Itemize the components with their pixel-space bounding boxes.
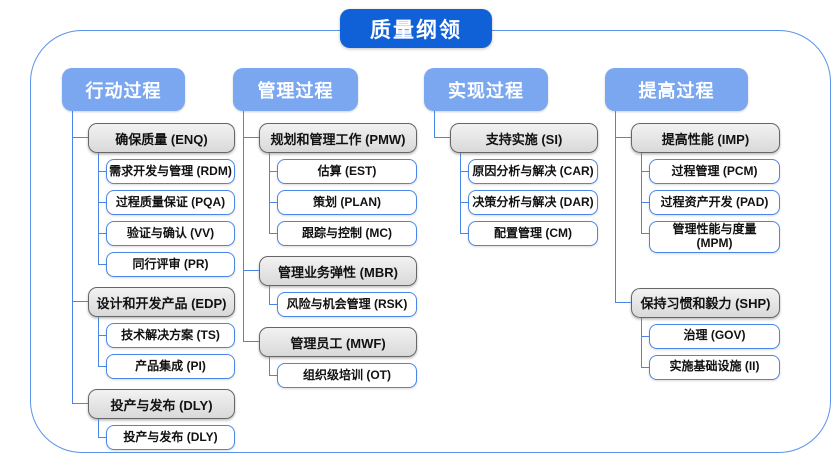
leaf-node-pqa: 过程质量保证 (PQA): [98, 184, 235, 215]
leaf-node-pr: 同行评审 (PR): [98, 246, 235, 277]
node-edp: 设计和开发产品 (EDP): [88, 287, 235, 317]
column-management-groups: 规划和管理工作 (PMW) 估算 (EST) 策划 (PLAN) 跟踪与控制 (…: [233, 111, 417, 388]
children-of-imp: 过程管理 (PCM) 过程资产开发 (PAD) 管理性能与度量 (MPM): [631, 153, 780, 253]
leaf-label-rsk: 风险与机会管理 (RSK): [277, 292, 417, 317]
group-node-mwf: 管理员工 (MWF) 组织级培训 (OT): [243, 317, 417, 388]
leaf-label-dar: 决策分析与解决 (DAR): [468, 190, 598, 215]
leaf-label-rdm: 需求开发与管理 (RDM): [106, 159, 235, 184]
children-of-mwf: 组织级培训 (OT): [259, 357, 417, 388]
group-node-shp: 保持习惯和毅力 (SHP) 治理 (GOV) 实施基础设施 (II): [615, 252, 780, 380]
header-improvement-process: 提高过程: [605, 68, 748, 111]
column-improvement-process: 提高过程 提高性能 (IMP) 过程管理 (PCM) 过程资产开发 (PAD) …: [605, 68, 780, 380]
leaf-node-pad: 过程资产开发 (PAD): [641, 184, 780, 215]
children-of-si: 原因分析与解决 (CAR) 决策分析与解决 (DAR) 配置管理 (CM): [450, 153, 598, 246]
leaf-label-mpm: 管理性能与度量 (MPM): [649, 221, 780, 253]
column-management-process: 管理过程 规划和管理工作 (PMW) 估算 (EST) 策划 (PLAN) 跟踪…: [233, 68, 417, 388]
header-action-process: 行动过程: [62, 68, 185, 111]
node-mbr: 管理业务弹性 (MBR): [259, 256, 417, 286]
leaf-label-vv: 验证与确认 (VV): [106, 221, 235, 246]
node-enq: 确保质量 (ENQ): [88, 123, 235, 153]
group-node-dly: 投产与发布 (DLY) 投产与发布 (DLY): [72, 379, 235, 450]
column-improvement-groups: 提高性能 (IMP) 过程管理 (PCM) 过程资产开发 (PAD) 管理性能与…: [605, 111, 780, 380]
node-pmw: 规划和管理工作 (PMW): [259, 123, 417, 153]
leaf-label-ts: 技术解决方案 (TS): [106, 323, 235, 348]
leaf-label-pcm: 过程管理 (PCM): [649, 159, 780, 184]
diagram-title: 质量纲领: [340, 9, 492, 48]
leaf-label-pr: 同行评审 (PR): [106, 252, 235, 277]
group-node-edp: 设计和开发产品 (EDP) 技术解决方案 (TS) 产品集成 (PI): [72, 277, 235, 379]
header-management-process: 管理过程: [233, 68, 358, 111]
leaf-label-car: 原因分析与解决 (CAR): [468, 159, 598, 184]
leaf-label-est: 估算 (EST): [277, 159, 417, 184]
leaf-node-car: 原因分析与解决 (CAR): [460, 153, 598, 184]
children-of-dly: 投产与发布 (DLY): [88, 419, 235, 450]
node-shp: 保持习惯和毅力 (SHP): [631, 287, 780, 318]
leaf-node-ii: 实施基础设施 (II): [641, 348, 780, 380]
leaf-node-pi: 产品集成 (PI): [98, 348, 235, 379]
node-dly: 投产与发布 (DLY): [88, 389, 235, 419]
leaf-node-rsk: 风险与机会管理 (RSK): [269, 286, 417, 317]
leaf-node-dar: 决策分析与解决 (DAR): [460, 184, 598, 215]
children-of-mbr: 风险与机会管理 (RSK): [259, 286, 417, 317]
column-action-groups: 确保质量 (ENQ) 需求开发与管理 (RDM) 过程质量保证 (PQA) 验证…: [62, 111, 235, 450]
leaf-label-pqa: 过程质量保证 (PQA): [106, 190, 235, 215]
leaf-label-ii: 实施基础设施 (II): [649, 354, 780, 380]
header-realization-process: 实现过程: [424, 68, 548, 111]
group-node-si: 支持实施 (SI) 原因分析与解决 (CAR) 决策分析与解决 (DAR) 配置…: [434, 111, 598, 246]
leaf-node-est: 估算 (EST): [269, 153, 417, 184]
node-si: 支持实施 (SI): [450, 123, 598, 153]
leaf-node-ot: 组织级培训 (OT): [269, 357, 417, 388]
leaf-label-cm: 配置管理 (CM): [468, 221, 598, 246]
leaf-node-mpm: 管理性能与度量 (MPM): [641, 215, 780, 253]
column-realization-process: 实现过程 支持实施 (SI) 原因分析与解决 (CAR) 决策分析与解决 (DA…: [424, 68, 598, 246]
leaf-label-gov: 治理 (GOV): [649, 323, 780, 349]
leaf-node-ts: 技术解决方案 (TS): [98, 317, 235, 348]
group-node-imp: 提高性能 (IMP) 过程管理 (PCM) 过程资产开发 (PAD) 管理性能与…: [615, 111, 780, 253]
group-node-mbr: 管理业务弹性 (MBR) 风险与机会管理 (RSK): [243, 246, 417, 317]
leaf-label-dly: 投产与发布 (DLY): [106, 425, 235, 450]
leaf-label-ot: 组织级培训 (OT): [277, 363, 417, 388]
children-of-edp: 技术解决方案 (TS) 产品集成 (PI): [88, 317, 235, 379]
leaf-node-rdm: 需求开发与管理 (RDM): [98, 153, 235, 184]
leaf-node-gov: 治理 (GOV): [641, 317, 780, 349]
children-of-enq: 需求开发与管理 (RDM) 过程质量保证 (PQA) 验证与确认 (VV) 同行…: [88, 153, 235, 277]
leaf-node-pcm: 过程管理 (PCM): [641, 153, 780, 184]
leaf-node-plan: 策划 (PLAN): [269, 184, 417, 215]
children-of-pmw: 估算 (EST) 策划 (PLAN) 跟踪与控制 (MC): [259, 153, 417, 246]
column-realization-groups: 支持实施 (SI) 原因分析与解决 (CAR) 决策分析与解决 (DAR) 配置…: [424, 111, 598, 246]
leaf-node-vv: 验证与确认 (VV): [98, 215, 235, 246]
leaf-label-pi: 产品集成 (PI): [106, 354, 235, 379]
leaf-label-plan: 策划 (PLAN): [277, 190, 417, 215]
leaf-label-pad: 过程资产开发 (PAD): [649, 190, 780, 215]
node-mwf: 管理员工 (MWF): [259, 327, 417, 357]
leaf-label-mc: 跟踪与控制 (MC): [277, 221, 417, 246]
children-of-shp: 治理 (GOV) 实施基础设施 (II): [631, 317, 780, 380]
leaf-node-mc: 跟踪与控制 (MC): [269, 215, 417, 246]
group-node-enq: 确保质量 (ENQ) 需求开发与管理 (RDM) 过程质量保证 (PQA) 验证…: [72, 111, 235, 277]
column-action-process: 行动过程 确保质量 (ENQ) 需求开发与管理 (RDM) 过程质量保证 (PQ…: [62, 68, 235, 450]
leaf-node-cm: 配置管理 (CM): [460, 215, 598, 246]
node-imp: 提高性能 (IMP): [631, 123, 780, 153]
group-node-pmw: 规划和管理工作 (PMW) 估算 (EST) 策划 (PLAN) 跟踪与控制 (…: [243, 111, 417, 246]
leaf-node-dly: 投产与发布 (DLY): [98, 419, 235, 450]
